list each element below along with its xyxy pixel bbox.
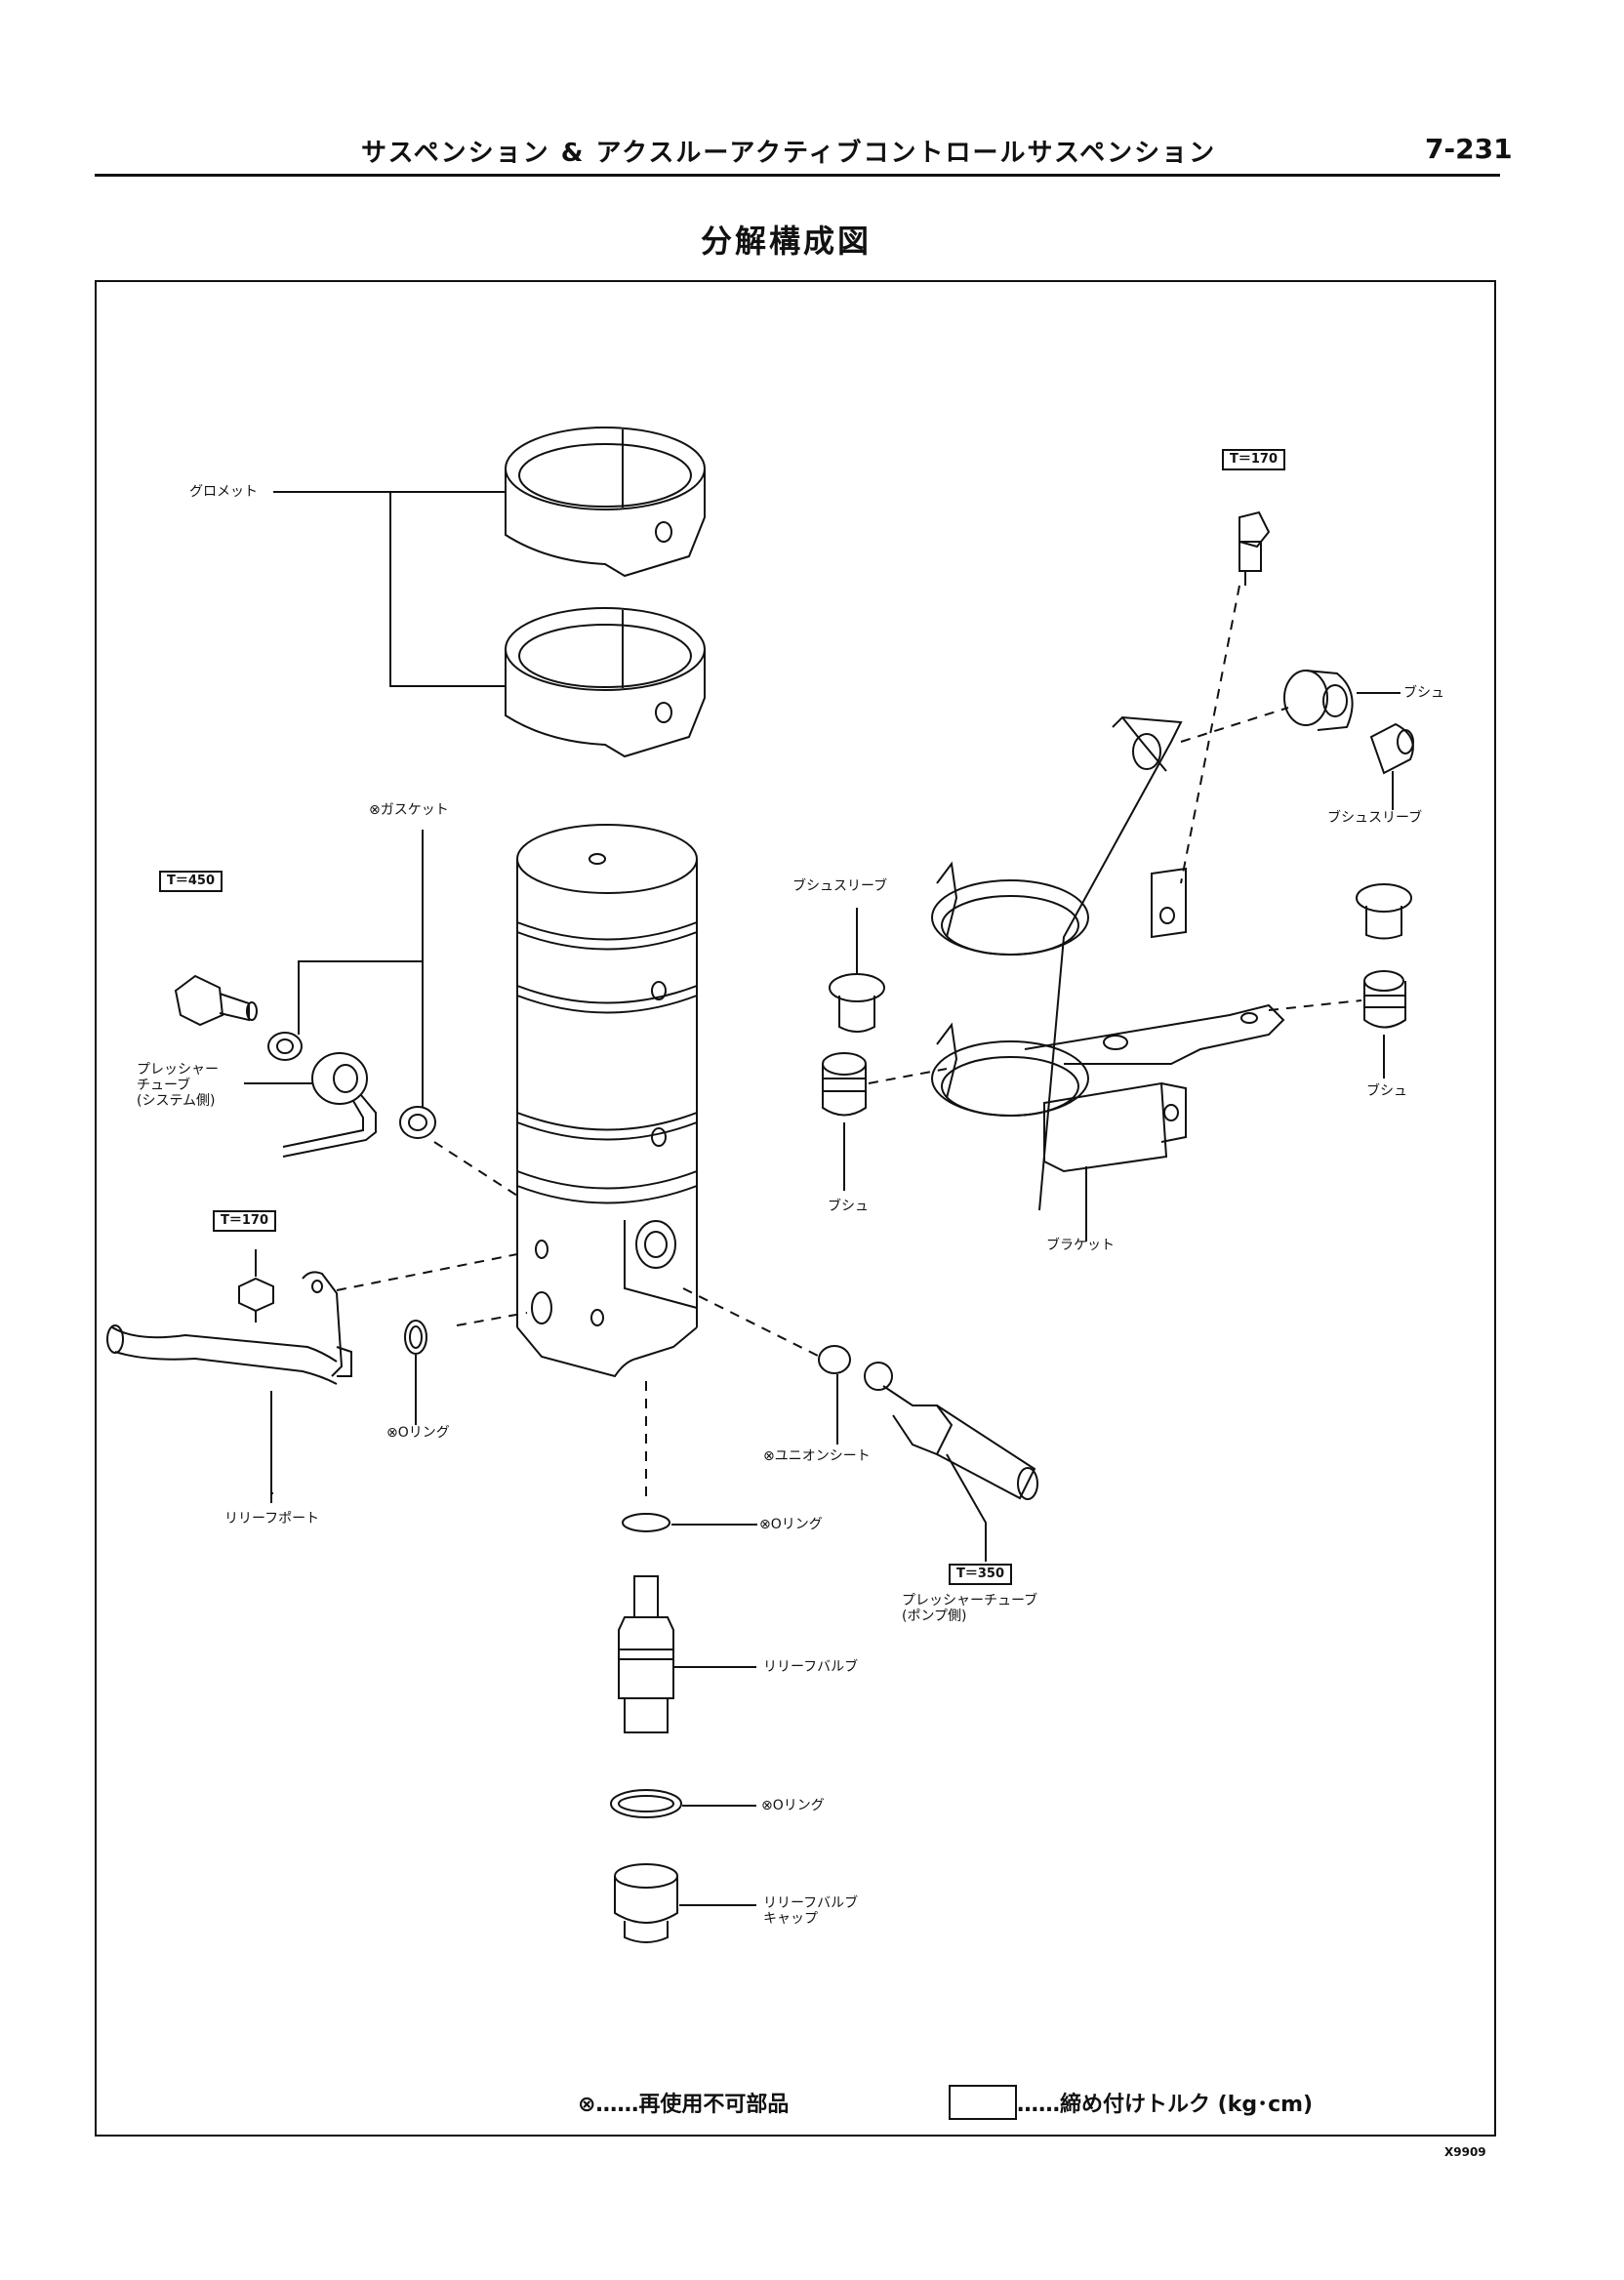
relief-valve — [619, 1576, 756, 1732]
label-bush-right: ブシュ — [1366, 1083, 1407, 1099]
banjo-bolt — [176, 976, 257, 1025]
pressure-tube-system — [283, 1053, 376, 1157]
label-relief-valve: リリーフバルブ — [763, 1659, 859, 1675]
header-rule — [95, 174, 1500, 177]
torque-pump-tube: T＝350 — [949, 1564, 1013, 1585]
label-o-ring-center: ⊗Oリング — [759, 1517, 823, 1532]
label-bracket: ブラケット — [1046, 1238, 1115, 1253]
header-title: サスペンション & アクスルーアクティブコントロールサスペンション — [361, 139, 1217, 168]
bush-right — [1364, 971, 1405, 1028]
grommet-lower — [506, 608, 705, 756]
label-relief-port: リリーフポート — [224, 1511, 320, 1527]
label-relief-valve-cap: リリーフバルブ キャップ — [763, 1895, 859, 1927]
pressure-tube-pump — [865, 1363, 1037, 1499]
legend-torque-box — [949, 2085, 1017, 2120]
label-pressure-tube-system: プレッシャー チューブ (システム側) — [137, 1062, 219, 1109]
label-o-ring-lower: ⊗Oリング — [761, 1798, 825, 1813]
bush-mid — [823, 1053, 866, 1116]
label-grommet: グロメット — [189, 484, 258, 500]
relief-valve-cap — [615, 1864, 756, 1942]
bracket — [932, 717, 1283, 1210]
label-o-ring-left: ⊗Oリング — [386, 1425, 450, 1441]
label-bush-mid: ブシュ — [828, 1199, 869, 1214]
top-bolt — [1239, 512, 1269, 586]
label-bush-top-right: ブシュ — [1403, 685, 1444, 701]
torque-top-right: T＝170 — [1222, 449, 1286, 470]
diagram-title: 分解構成図 — [701, 223, 873, 260]
label-bush-sleeve-right: ブシュスリーブ — [1327, 810, 1423, 826]
label-gasket: ⊗ガスケット — [369, 802, 449, 818]
page-number: 7-231 — [1425, 133, 1513, 165]
torque-left-upper: T＝450 — [159, 871, 223, 892]
torque-left-lower: T＝170 — [213, 1210, 277, 1232]
bush-sleeve-right — [1371, 724, 1413, 810]
grommet-upper — [506, 428, 705, 576]
diagram-frame — [95, 280, 1496, 2137]
relief-port — [107, 1272, 351, 1384]
figure-code: X9909 — [1444, 2145, 1486, 2159]
label-pressure-tube-pump: プレッシャーチューブ (ポンプ側) — [902, 1593, 1038, 1624]
label-bush-sleeve-mid: ブシュスリーブ — [792, 878, 888, 894]
legend-torque: ……締め付けトルク (kg･cm) — [1017, 2093, 1314, 2117]
bush-sleeve-right-lower — [1357, 884, 1411, 939]
accumulator-body — [517, 825, 697, 1376]
bush-top-right — [1284, 671, 1353, 730]
legend-non-reusable: ⊗……再使用不可部品 — [578, 2093, 790, 2117]
bush-sleeve-mid — [830, 974, 884, 1032]
label-union-seat: ⊗ユニオンシート — [763, 1448, 871, 1464]
